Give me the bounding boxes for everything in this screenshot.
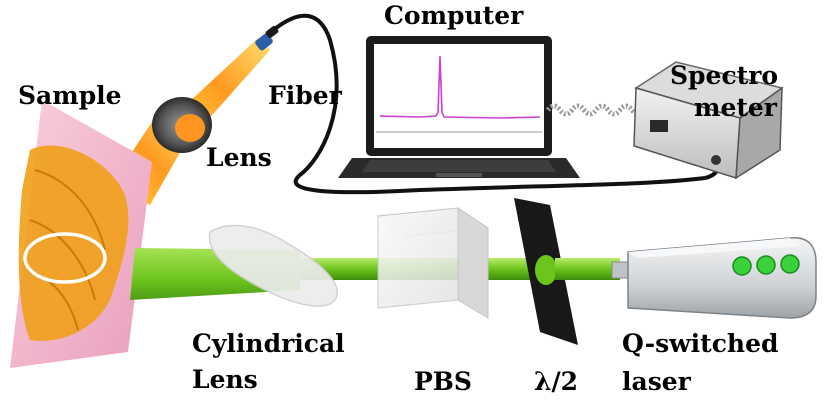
pbs-side-face [457,207,489,319]
laser-label-line1: Q-switched [622,329,779,358]
usb-cable [546,103,646,117]
laser-head [611,237,817,319]
sample-slide [10,100,152,368]
cylindrical-lens-label-line2: Lens [192,365,258,394]
spectrometer-port [650,120,668,132]
spectrum-trace [379,55,541,119]
spectrometer-fiber-port [711,155,721,165]
computer-label: Computer [384,1,524,30]
laser-indicator-3 [780,254,800,274]
fiber-tip [255,33,273,51]
laser-beam-exit [555,258,620,280]
illuminated-region-marker [23,232,107,284]
laser-top-bevel [628,238,800,258]
half-wave-plate-aperture [535,255,557,285]
laptop-screen [374,44,544,148]
fiber-label: Fiber [268,81,342,110]
spectrometer-label-line2: meter [694,93,777,122]
spectrometer-label-line1: Spectro [670,61,779,90]
laser-indicator-2 [756,255,776,275]
laptop-touchpad [436,173,482,177]
lens-glass [175,114,205,142]
optical-fiber [274,13,721,195]
laser-label-line2: laser [622,367,691,396]
half-wave-plate-label: λ/2 [534,367,579,396]
half-wave-plate [514,198,578,345]
lens-label: Lens [206,143,272,172]
spectrometer-box-icon [633,61,784,180]
cylindrical-lens-label-line1: Cylindrical [192,329,345,358]
insect-wing-specimen [18,145,129,341]
laptop-icon [338,36,580,178]
pbs-front-face [377,207,459,309]
laser-indicator-1 [732,256,752,276]
spectrometer-side [735,86,783,180]
cylindrical-lens [208,224,338,307]
laptop-keyboard [362,160,556,172]
collection-lens [152,97,212,153]
pbs-label: PBS [414,367,472,396]
cylindrical-lens-body [208,224,338,307]
pbs-cube [376,207,490,319]
sample-label: Sample [18,81,122,110]
